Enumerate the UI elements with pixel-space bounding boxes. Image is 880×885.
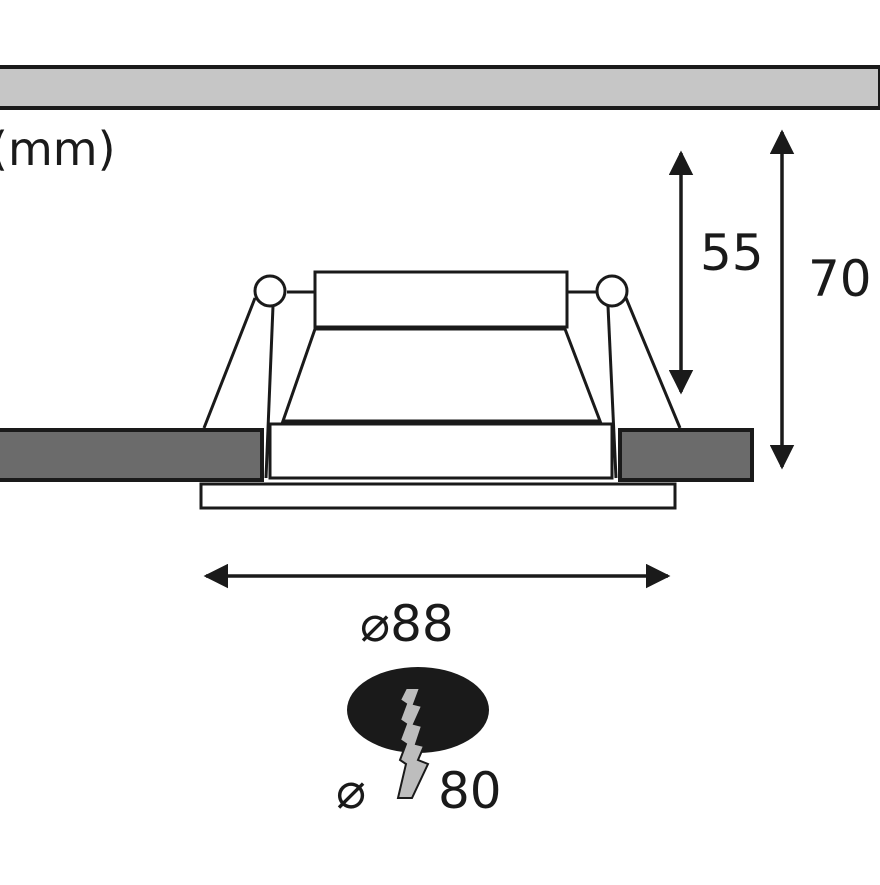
ceiling-board-left [0,428,264,482]
luminaire-top-cap [313,270,569,329]
dimension-label-diameter: ⌀88 [360,595,454,653]
spring-wire-left-outer [202,297,257,429]
spring-wire-right-inner [606,305,618,479]
spring-pivot-left [253,274,287,308]
spring-wire-right-outer [624,297,682,429]
dimension-label-height: 70 [808,250,872,308]
ceiling-slab [0,65,880,110]
spring-wire-left-inner [264,305,275,479]
luminaire-reflector [280,327,603,423]
luminaire-flange [199,482,677,510]
drill-bit-icon [396,687,430,799]
ceiling-board-right [618,428,754,482]
cutout-diameter-symbol: ⌀ [336,762,366,820]
cutout-diameter-label: 80 [438,762,502,820]
spring-pivot-right [595,274,629,308]
luminaire-housing-base [268,422,614,480]
dimension-label-depth: 55 [700,224,764,282]
unit-label: (mm) [0,122,116,176]
